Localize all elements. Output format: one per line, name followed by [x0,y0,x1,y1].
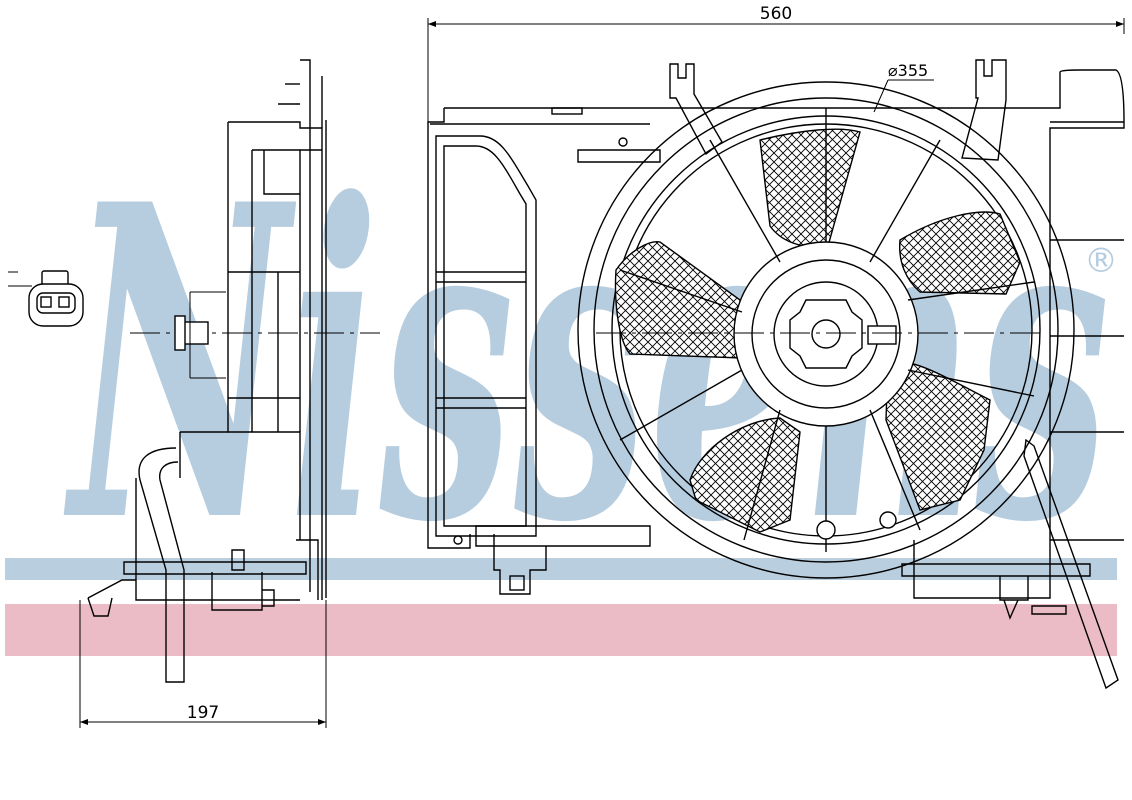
watermark-brand-text: Nissens [63,112,1110,617]
depth-dimension-label: 197 [187,703,219,723]
front-view: 560 ⌀355 [427,4,1125,690]
fan-hub [619,108,1035,552]
width-dimension-label: 560 [760,4,792,24]
registered-mark: ® [1084,241,1118,281]
watermark: Nissens ® [5,112,1118,656]
side-view: 197 [8,59,380,728]
fan-blades [614,128,1021,533]
watermark-pink-stripe [5,604,1117,656]
electrical-connector [8,270,84,327]
fan-diameter-label: ⌀355 [888,61,928,80]
